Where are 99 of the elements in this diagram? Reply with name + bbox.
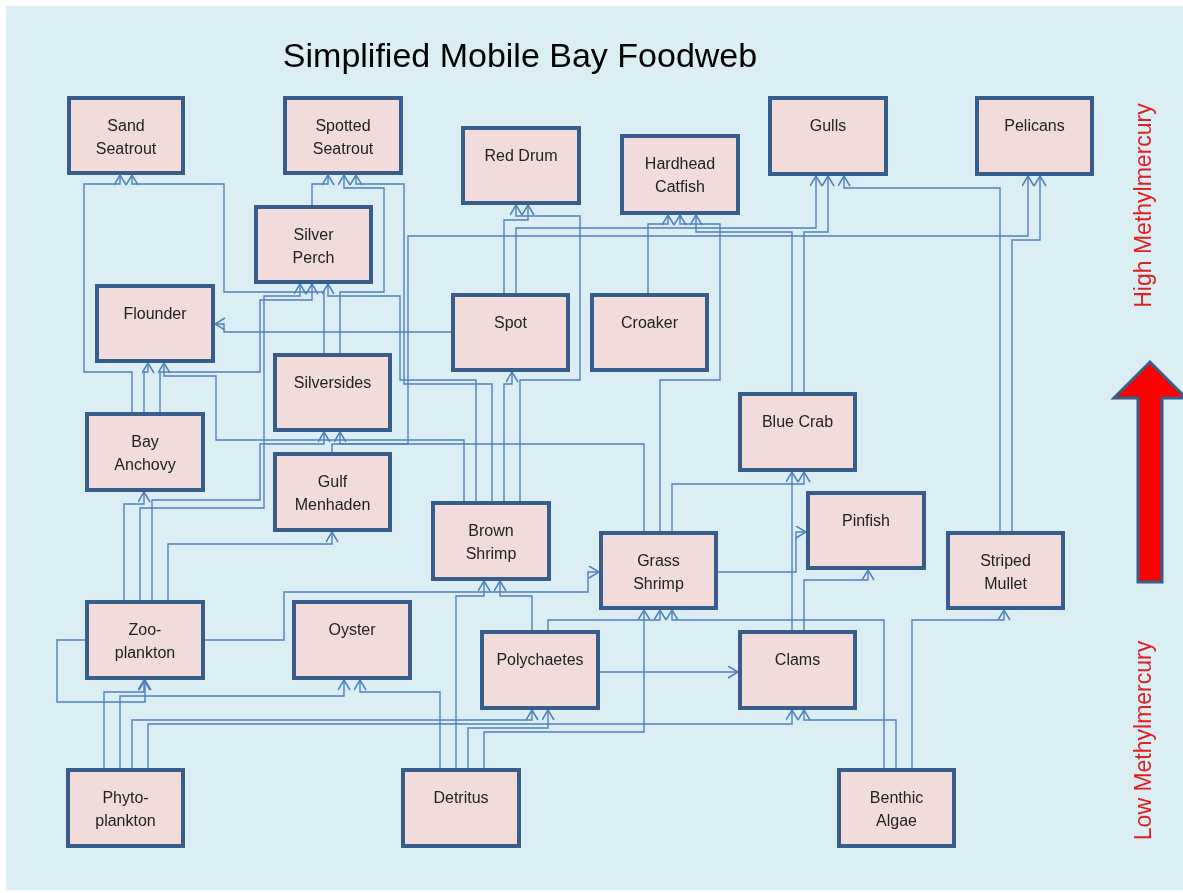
arrow <box>503 204 535 294</box>
species-box <box>738 630 857 710</box>
species-box <box>590 293 709 372</box>
species-name: Clams <box>774 650 821 670</box>
species-box <box>292 600 412 680</box>
arrow <box>483 609 651 769</box>
arrow <box>147 709 799 769</box>
species-name: Polychaetes <box>496 650 584 670</box>
arrow <box>911 609 1011 769</box>
arrow <box>131 709 539 769</box>
arrow <box>139 283 307 601</box>
axis-label: High Methylmercury <box>1129 102 1157 308</box>
species-name: Bay Anchovy <box>113 432 177 475</box>
arrow <box>353 679 441 769</box>
species-box <box>66 768 185 848</box>
species-box <box>599 531 718 610</box>
species-name: Grass Shrimp <box>632 551 685 594</box>
arrow <box>157 362 465 502</box>
arrow <box>467 709 555 769</box>
arrow <box>123 491 151 601</box>
arrow <box>515 175 823 294</box>
species-box <box>620 134 740 215</box>
arrow <box>599 665 739 679</box>
species-box <box>461 126 581 205</box>
species-box <box>837 768 956 848</box>
species-name: Flounder <box>123 304 187 324</box>
arrow <box>547 609 667 631</box>
species-name: Silversides <box>293 373 372 393</box>
arrow <box>503 371 519 502</box>
species-box <box>401 768 521 848</box>
arrow <box>647 214 675 294</box>
species-name: Benthic Algae <box>868 788 925 831</box>
diagram-title: Simplified Mobile Bay Foodweb <box>281 36 759 75</box>
arrow <box>83 174 133 413</box>
species-name: Detritus <box>433 788 489 808</box>
species-name: Silver Perch <box>291 225 336 268</box>
arrow <box>455 580 491 769</box>
species-box <box>946 531 1065 610</box>
species-name: Oyster <box>328 620 376 640</box>
species-name: Pinfish <box>842 511 890 531</box>
arrow <box>331 175 1035 453</box>
arrow <box>509 204 581 502</box>
species-name: Gulls <box>809 116 847 136</box>
species-box <box>451 293 570 372</box>
arrow <box>333 431 645 532</box>
arrow <box>837 175 1001 532</box>
arrow <box>803 569 875 631</box>
arrow <box>349 174 493 502</box>
species-box <box>431 501 551 581</box>
species-box <box>254 205 373 284</box>
arrow <box>159 283 319 413</box>
species-name: Brown Shrimp <box>464 521 518 564</box>
arrow <box>103 679 151 769</box>
arrow <box>214 317 452 333</box>
species-name: Pelicans <box>1004 116 1065 136</box>
species-box <box>768 96 888 176</box>
species-box <box>480 630 600 710</box>
species-box <box>283 96 403 175</box>
species-name: Hardhead Catfish <box>643 154 717 197</box>
arrow <box>204 565 600 641</box>
species-name: Spot <box>494 313 527 333</box>
arrow <box>791 471 811 631</box>
arrow <box>665 609 885 769</box>
species-box <box>85 600 205 680</box>
species-name: Spotted Seatrout <box>311 116 375 159</box>
arrow <box>797 709 897 769</box>
arrow <box>659 214 721 532</box>
species-box <box>738 392 857 472</box>
arrow <box>311 174 335 206</box>
species-name: Gulf Menhaden <box>293 472 372 515</box>
arrow <box>119 679 351 769</box>
arrow <box>671 471 799 532</box>
species-name: Zoo- plankton <box>113 620 177 663</box>
arrow <box>151 431 331 601</box>
arrow <box>803 175 835 393</box>
arrow <box>1011 175 1047 532</box>
arrow <box>125 174 325 354</box>
arrow <box>167 531 339 601</box>
species-box <box>975 96 1094 176</box>
species-box <box>95 284 215 363</box>
species-name: Striped Mullet <box>979 551 1032 594</box>
arrow <box>337 174 385 354</box>
species-box <box>67 96 185 175</box>
arrow <box>141 362 155 413</box>
species-name: Croaker <box>621 313 678 333</box>
arrow <box>493 580 533 631</box>
arrow <box>717 525 807 573</box>
species-box <box>273 353 392 432</box>
species-name: Sand Seatrout <box>94 116 158 159</box>
species-box <box>806 491 926 570</box>
species-box <box>273 452 392 532</box>
species-name: Blue Crab <box>761 412 834 432</box>
axis-label: Low Methylmercury <box>1129 640 1157 840</box>
species-name: Red Drum <box>484 146 558 166</box>
arrow <box>321 283 477 502</box>
species-box <box>85 412 205 492</box>
species-name: Phyto- plankton <box>94 788 157 831</box>
arrow <box>689 214 793 393</box>
arrow <box>56 639 152 703</box>
